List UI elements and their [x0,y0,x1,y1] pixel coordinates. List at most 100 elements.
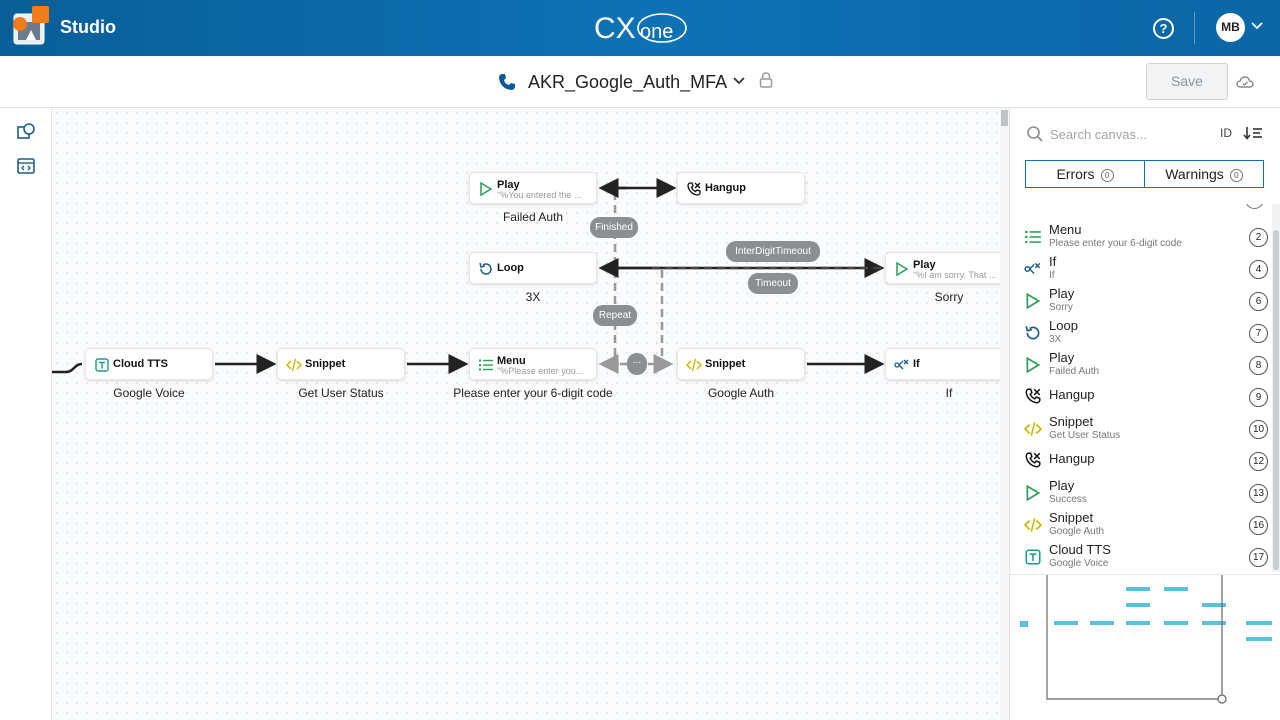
edge-label-timeout[interactable]: Timeout [748,273,798,294]
node-hangup[interactable]: Hangup [677,172,805,204]
snippet-icon [286,358,302,372]
phone-icon [499,74,515,90]
cxone-logo: CX one [594,8,690,46]
list-item-title: Play [1049,350,1075,365]
edge-label-finished[interactable]: Finished [590,217,638,238]
shapes-icon[interactable] [16,122,36,142]
errors-count: 0 [1100,169,1114,182]
node-caption: Sorry [934,290,964,304]
warnings-count: 0 [1229,169,1243,182]
edge-label-repeat[interactable]: Repeat [593,305,637,326]
errors-label: Errors [1056,166,1095,182]
list-item-subtitle: If [1049,270,1055,281]
edge-incoming [52,362,83,374]
node-play-sorry[interactable]: Play "%I am sorry. That ... [885,252,1000,284]
canvas-minimap[interactable] [1010,574,1280,720]
cloud-icon[interactable] [1236,75,1254,89]
snippet-icon [1024,422,1042,436]
list-item-title: If [1049,254,1057,269]
svg-text:CX: CX [594,12,636,45]
node-snippet-google-auth[interactable]: Snippet [677,348,805,380]
list-item-title: Snippet [1049,510,1094,525]
list-item-subtitle: Failed Auth [1049,366,1100,377]
list-item-subtitle: Sorry [1049,302,1073,313]
user-avatar[interactable]: MB [1216,13,1245,42]
hangup-icon [1025,388,1041,404]
node-type: Hangup [705,182,746,194]
node-type: Cloud TTS [113,358,168,370]
node-caption: If [945,386,953,400]
list-scrollbar-thumb[interactable] [1273,230,1279,570]
minimap-viewport [1046,575,1223,700]
node-type: Snippet [305,358,346,370]
menu-icon [1025,230,1041,244]
lock-icon[interactable] [759,72,773,88]
node-prompt: "%You entered the ... [497,190,582,200]
loop-icon [1025,326,1040,340]
search-canvas-input[interactable] [1050,122,1210,146]
edge-label-more[interactable]: ... [627,353,647,375]
node-snippet-user-status[interactable]: Snippet [277,348,405,380]
node-type: Play [913,259,936,271]
list-item-id-badge: 2 [1249,228,1268,247]
list-item-id-badge: 8 [1249,356,1268,375]
chevron-down-icon[interactable] [1250,21,1264,31]
node-cloud-tts[interactable]: Cloud TTS [85,348,213,380]
minimap-resize-handle [1217,694,1227,704]
sort-icon[interactable] [1243,126,1263,140]
app-name: Studio [60,17,116,37]
list-item-subtitle: Google Auth [1049,526,1105,537]
help-icon[interactable]: ? [1153,18,1174,39]
list-item-id-badge: 12 [1249,452,1268,471]
edge-label-interdigit-timeout[interactable]: InterDigitTimeout [726,241,820,262]
script-title-bar [0,56,1280,108]
node-type: Menu [497,355,526,367]
flow-canvas[interactable]: Play "%You entered the ... Failed Auth H… [52,108,1000,720]
save-button[interactable]: Save [1146,63,1228,100]
node-caption: Failed Auth [502,210,564,224]
node-prompt: "%Please enter you... [497,366,584,376]
list-item-id-badge: 9 [1249,388,1268,407]
minimap-nodes [1020,587,1272,641]
list-item-id-badge: 16 [1249,516,1268,535]
snippet-icon [686,358,702,372]
errors-tab[interactable]: Errors 0 [1025,160,1145,188]
node-type: Loop [497,262,524,274]
canvas-scrollbar-thumb[interactable] [1001,110,1008,126]
node-caption: Google Voice [113,386,185,400]
list-item-subtitle: Get User Status [1049,430,1121,441]
node-if[interactable]: If [885,348,1000,380]
chevron-down-icon[interactable] [733,77,745,85]
node-type: Snippet [705,358,746,370]
code-window-icon[interactable] [16,156,36,176]
list-item-title: Menu [1049,222,1082,237]
sort-label[interactable]: ID [1220,126,1232,140]
node-caption: 3X [525,290,541,304]
script-name[interactable]: AKR_Google_Auth_MFA [528,72,728,92]
hangup-icon [687,182,701,196]
list-item-id-badge: 7 [1249,324,1268,343]
list-item-id-badge: 13 [1249,484,1268,503]
if-icon [1024,262,1041,275]
canvas-scrollbar[interactable] [1000,108,1009,720]
node-type: Play [497,179,520,191]
list-item-id-badge: 4 [1249,260,1268,279]
studio-logo-icon[interactable] [12,6,52,46]
cloud-tts-icon [1025,549,1041,565]
node-play-failed-auth[interactable]: Play "%You entered the ... [469,172,597,204]
node-menu[interactable]: Menu "%Please enter you... [469,348,597,380]
list-item-subtitle: Please enter your 6-digit code [1049,238,1182,249]
node-loop[interactable]: Loop [469,252,597,284]
